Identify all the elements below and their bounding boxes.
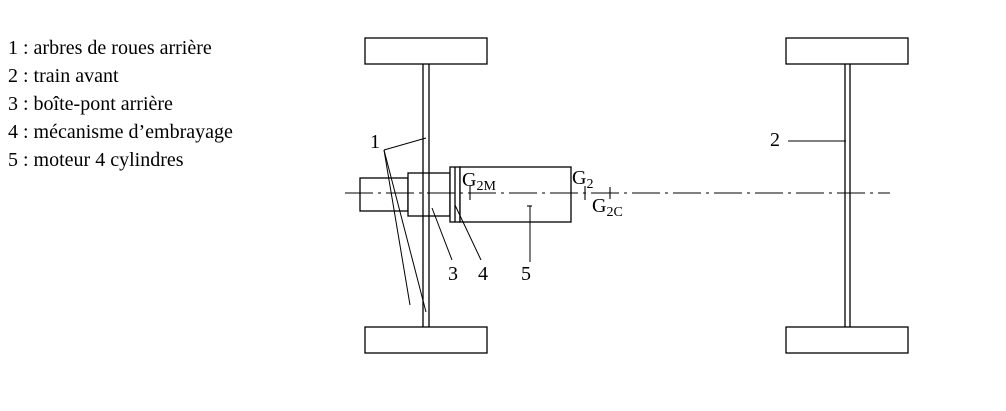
front-wheel-top bbox=[785, 37, 909, 65]
legend-item-3: 3 : boîte-pont arrière bbox=[8, 93, 173, 115]
legend-item-2: 2 : train avant bbox=[8, 65, 119, 87]
label-5: 5 bbox=[521, 263, 531, 285]
label-g2m: G2M bbox=[462, 169, 496, 194]
label-3: 3 bbox=[448, 263, 458, 285]
label-2: 2 bbox=[770, 129, 780, 151]
front-wheel-bottom bbox=[785, 326, 909, 354]
leader-1-mid bbox=[383, 149, 411, 306]
legend-item-5: 5 : moteur 4 cylindres bbox=[8, 149, 184, 171]
label-g2c: G2C bbox=[592, 195, 623, 220]
label-g2: G2 bbox=[572, 167, 593, 192]
legend-item-4: 4 : mécanisme d’embrayage bbox=[8, 121, 233, 143]
rear-wheel-bottom bbox=[364, 326, 488, 354]
engine-block bbox=[459, 166, 572, 223]
label-1: 1 bbox=[370, 131, 380, 153]
leader-3 bbox=[431, 207, 453, 261]
leader-1-lower bbox=[383, 149, 427, 313]
legend: 1 : arbres de roues arrière 2 : train av… bbox=[8, 34, 233, 174]
label-4: 4 bbox=[478, 263, 488, 285]
transaxle-outer bbox=[359, 177, 409, 212]
leader-4 bbox=[454, 204, 482, 261]
rear-wheel-top bbox=[364, 37, 488, 65]
leader-1-upper bbox=[383, 137, 427, 151]
legend-item-1: 1 : arbres de roues arrière bbox=[8, 37, 212, 59]
